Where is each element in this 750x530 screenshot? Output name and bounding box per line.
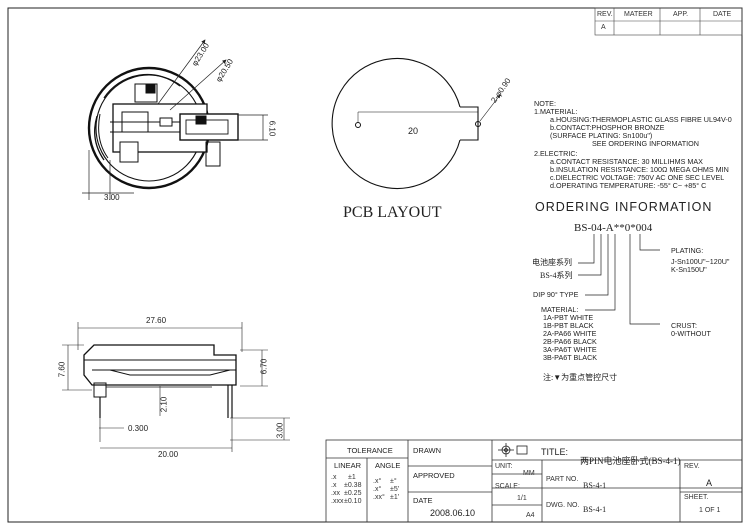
electric-line-a: a.CONTACT RESISTANCE: 30 MILLIHMS MAX [550, 157, 703, 166]
pcb-dim-spacing: 20 [408, 126, 419, 136]
angle-row-0-val: ±° [390, 478, 397, 485]
material-option-1a: 1A-PBT WHITE [543, 313, 594, 322]
rev-header-rev: REV. [597, 11, 613, 18]
ordering-material-header: MATERIAL: [541, 305, 579, 314]
series: BS-4系列 [540, 271, 573, 280]
sheet-value: 1 OF 1 [699, 507, 721, 514]
scale-label: SCALE: [495, 483, 520, 490]
rev-header-app: APP. [673, 11, 689, 18]
projection-icon [498, 443, 528, 457]
rev-block [594, 7, 743, 36]
title-block-grid [325, 439, 743, 523]
part-no-value: BS-4-1 [583, 481, 607, 490]
material-option-3a: 3A-PA6T WHITE [543, 345, 597, 354]
material-line-b: b.CONTACT:PHOSPHOR BRONZE [550, 123, 665, 132]
tolerance-label: TOLERANCE [347, 446, 393, 455]
linear-row-2-val: ±0.25 [344, 490, 362, 497]
material-option-1b: 1B-PBT BLACK [543, 321, 594, 330]
material-header: 1.MATERIAL: [534, 107, 578, 116]
linear-row-1-val: ±0.38 [344, 482, 362, 489]
angle-row-2-key: .xx° [373, 494, 385, 501]
plating-option-k: K-Sn150U" [671, 265, 707, 274]
angle-label: ANGLE [375, 461, 401, 470]
dim-width: 27.60 [146, 316, 167, 325]
material-line-plating: (SURFACE PLATING: Sn100u") [550, 131, 653, 140]
dim-pin-length: 3.00 [275, 422, 285, 439]
ordering-footnote: 注:▼为重点管控尺寸 [543, 373, 618, 382]
approved-label: APPROVED [413, 471, 455, 480]
crust-option: 0-WITHOUT [671, 329, 711, 338]
sheet-label: SHEET. [684, 494, 709, 501]
linear-row-0-val: ±1 [348, 474, 356, 481]
angle-row-1-key: .x° [373, 486, 382, 493]
dim-left-height: 7.60 [57, 361, 67, 378]
date-value: 2008.06.10 [430, 508, 476, 518]
top-view-dims [82, 39, 268, 200]
dwg-no-value: BS-4-1 [583, 505, 607, 514]
unit-value: MM [523, 470, 535, 477]
dim-mid: 2.10 [159, 396, 169, 413]
material-line-a: a.HOUSING:THERMOPLASTIC GLASS FIBRE UL94… [550, 115, 732, 124]
dim-right-height: 6.70 [259, 358, 269, 375]
material-option-2a: 2A-PA66 WHITE [543, 329, 597, 338]
scale-value: 1/1 [517, 495, 527, 502]
ordering-title: ORDERING INFORMATION [535, 200, 713, 214]
unit-label: UNIT: [495, 463, 513, 470]
ordering-code: BS-04-A**0*004 [574, 222, 653, 234]
electric-header: 2.ELECTRIC: [534, 149, 578, 158]
rev-header-mateer: MATEER [624, 11, 653, 18]
dim-span: 20.00 [158, 450, 179, 459]
electric-line-d: d.OPERATING TEMPERATURE: -55° C~ +85° C [550, 181, 707, 190]
material-line-see: SEE ORDERING INFORMATION [592, 139, 699, 148]
dim-offset: 3.00 [104, 193, 120, 202]
angle-row-1-val: ±5' [390, 486, 400, 493]
dip-type: DIP 90° TYPE [533, 290, 579, 299]
angle-row-0-key: .x° [373, 478, 382, 485]
dim-pin: 0.300 [128, 424, 149, 433]
rev-label: REV. [684, 463, 700, 470]
material-option-3b: 3B-PA6T BLACK [543, 353, 598, 362]
electric-line-c: c.DIELECTRIC VOLTAGE: 750V AC ONE SEC LE… [550, 173, 725, 182]
rev-row-rev: A [601, 24, 606, 31]
crust-header: CRUST: [671, 321, 697, 330]
rev-header-date: DATE [713, 11, 732, 18]
side-view-dims [62, 322, 290, 452]
material-option-2b: 2B-PA66 BLACK [543, 337, 597, 346]
title-label: TITLE: [541, 447, 569, 457]
plating-option-j: J-Sn100U"~120U" [671, 257, 730, 266]
side-view [83, 344, 237, 418]
linear-row-0-key: .x [331, 474, 337, 481]
angle-row-2-val: ±1' [390, 494, 400, 501]
rev-value: A [706, 478, 713, 488]
electric-line-b: b.INSULATION RESISTANCE: 100Ω MEGA OHMS … [550, 165, 729, 174]
title-value: 两PIN电池座卧式(BS-4-1) [580, 456, 681, 466]
pcb-layout-drawing [331, 57, 501, 190]
dwg-no-label: DWG. NO. [546, 502, 580, 509]
pcb-layout-title: PCB LAYOUT [343, 204, 442, 221]
linear-row-1-key: .x [331, 482, 337, 489]
linear-row-2-key: .xx [331, 490, 340, 497]
part-no-label: PART NO. [546, 476, 579, 483]
plating-header: PLATING: [671, 246, 704, 255]
ordering-leaders [578, 234, 660, 325]
linear-label: LINEAR [334, 461, 362, 470]
dim-height: 6.10 [267, 120, 277, 137]
linear-row-3-val: ±0.10 [344, 498, 362, 505]
top-view [87, 66, 239, 190]
linear-row-3-key: .xxx [331, 498, 344, 505]
size-value: A4 [526, 512, 535, 519]
drawn-label: DRAWN [413, 446, 442, 455]
series-cn: 电池座系列 [532, 258, 572, 267]
notes-header: NOTE: [534, 99, 556, 108]
date-label: DATE [413, 496, 433, 505]
